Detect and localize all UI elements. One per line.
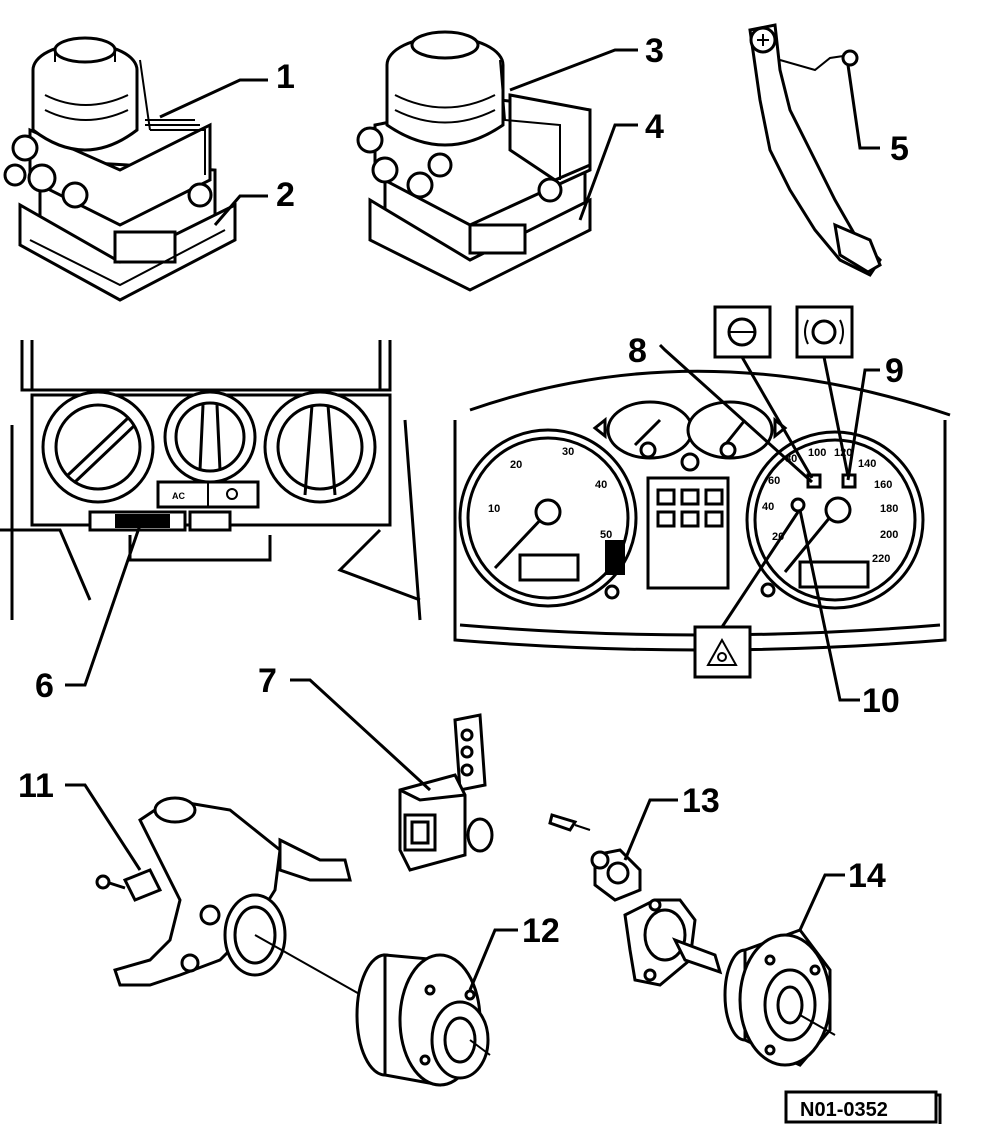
callout-6: 6 xyxy=(35,524,142,705)
abs-hydraulic-unit-a xyxy=(3,36,237,302)
tachometer: 10 20 30 40 50 xyxy=(458,428,638,608)
callout-11-label: 11 xyxy=(18,767,54,805)
speed-tick-160: 160 xyxy=(874,479,892,491)
speed-tick-40: 40 xyxy=(762,501,774,513)
speed-tick-220: 220 xyxy=(872,553,890,565)
callout-12: 12 xyxy=(468,912,560,991)
callout-8: 8 xyxy=(628,332,814,484)
ac-button-label: AC xyxy=(172,491,185,501)
fuel-and-temp-gauges xyxy=(592,400,788,472)
rear-abs-sensor xyxy=(548,813,642,902)
reference-code: N01-0352 xyxy=(800,1099,888,1121)
traction-control-symbol xyxy=(693,625,752,679)
front-wheel-hub xyxy=(355,953,491,1087)
brake-light-switch-strip xyxy=(88,510,232,532)
callout-1-label: 1 xyxy=(276,58,295,96)
speed-tick-200: 200 xyxy=(880,529,898,541)
fan-speed-knob xyxy=(41,390,155,504)
callout-7: 7 xyxy=(258,662,432,792)
instrument-cluster: 10 20 30 40 50 xyxy=(453,305,951,679)
tach-tick-50: 50 xyxy=(600,529,612,541)
callout-4: 4 xyxy=(578,108,664,221)
callout-1: 1 xyxy=(159,58,295,119)
callout-3-label: 3 xyxy=(645,32,664,70)
ac-button-panel: AC xyxy=(156,480,260,509)
callout-5: 5 xyxy=(846,64,909,168)
callout-9: 9 xyxy=(822,352,904,481)
tach-tick-20: 20 xyxy=(510,459,522,471)
speed-tick-100: 100 xyxy=(808,447,826,459)
callout-11: 11 xyxy=(18,767,142,871)
rear-axle-stub xyxy=(623,898,723,987)
air-distribution-knob xyxy=(163,390,257,484)
callout-5-label: 5 xyxy=(890,130,909,168)
callout-9-label: 9 xyxy=(885,352,904,390)
callout-12-label: 12 xyxy=(522,912,560,950)
center-console: AC xyxy=(0,340,422,621)
tach-tick-30: 30 xyxy=(562,446,574,458)
callout-14-label: 14 xyxy=(848,857,886,895)
abs-warning-symbol xyxy=(713,305,772,359)
brake-warning-symbol xyxy=(795,305,854,359)
steering-knuckle xyxy=(113,796,371,1001)
callout-3: 3 xyxy=(509,32,664,92)
abs-sensor-bracket xyxy=(398,713,494,872)
callout-8-label: 8 xyxy=(628,332,647,370)
brake-pedal xyxy=(748,23,882,277)
abs-wheel-speed-sensor-front xyxy=(95,868,163,902)
callout-6-label: 6 xyxy=(35,667,54,705)
tach-tick-10: 10 xyxy=(488,503,500,515)
speedometer: 20 40 60 80 100 120 140 160 180 200 220 xyxy=(745,430,925,610)
callout-13-label: 13 xyxy=(682,782,720,820)
warning-lamp-panel xyxy=(646,476,730,590)
callout-2-label: 2 xyxy=(276,176,295,214)
callout-13: 13 xyxy=(623,782,720,861)
callout-7-label: 7 xyxy=(258,662,277,700)
callout-10-label: 10 xyxy=(862,682,900,720)
callout-4-label: 4 xyxy=(645,108,664,146)
abs-hydraulic-unit-b xyxy=(356,30,592,292)
speed-tick-180: 180 xyxy=(880,503,898,515)
tach-tick-40: 40 xyxy=(595,479,607,491)
speed-tick-140: 140 xyxy=(858,458,876,470)
temperature-knob xyxy=(263,390,377,504)
reference-code-box: N01-0352 xyxy=(784,1090,942,1124)
callout-2: 2 xyxy=(213,176,295,226)
callout-10: 10 xyxy=(720,509,900,720)
rear-wheel-hub xyxy=(723,928,836,1067)
speed-tick-60: 60 xyxy=(768,475,780,487)
callout-14: 14 xyxy=(798,857,886,931)
